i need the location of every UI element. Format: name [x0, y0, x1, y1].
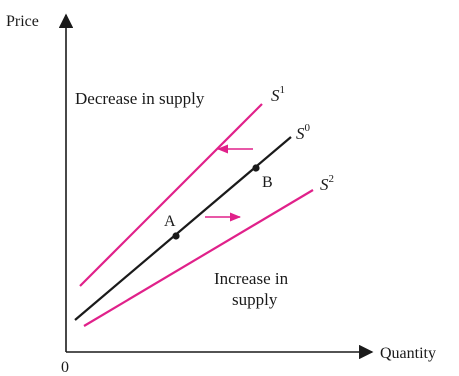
point-b-label: B: [262, 174, 273, 191]
supply-curve-s2: [83, 189, 314, 327]
s2-label: S2: [320, 173, 334, 194]
point-a-label: A: [164, 213, 176, 230]
point-a: [172, 232, 180, 240]
x-axis-label: Quantity: [380, 345, 436, 362]
s0-label: S0: [296, 122, 311, 143]
point-b: [252, 164, 260, 172]
increase-in-supply-label-line2: supply: [232, 290, 278, 309]
supply-curve-s1: [79, 103, 263, 287]
decrease-in-supply-label: Decrease in supply: [75, 89, 205, 108]
y-axis-label: Price: [6, 13, 39, 30]
origin-label: 0: [61, 359, 69, 376]
s1-label: S1: [271, 84, 285, 105]
increase-in-supply-label-line1: Increase in: [214, 269, 289, 288]
